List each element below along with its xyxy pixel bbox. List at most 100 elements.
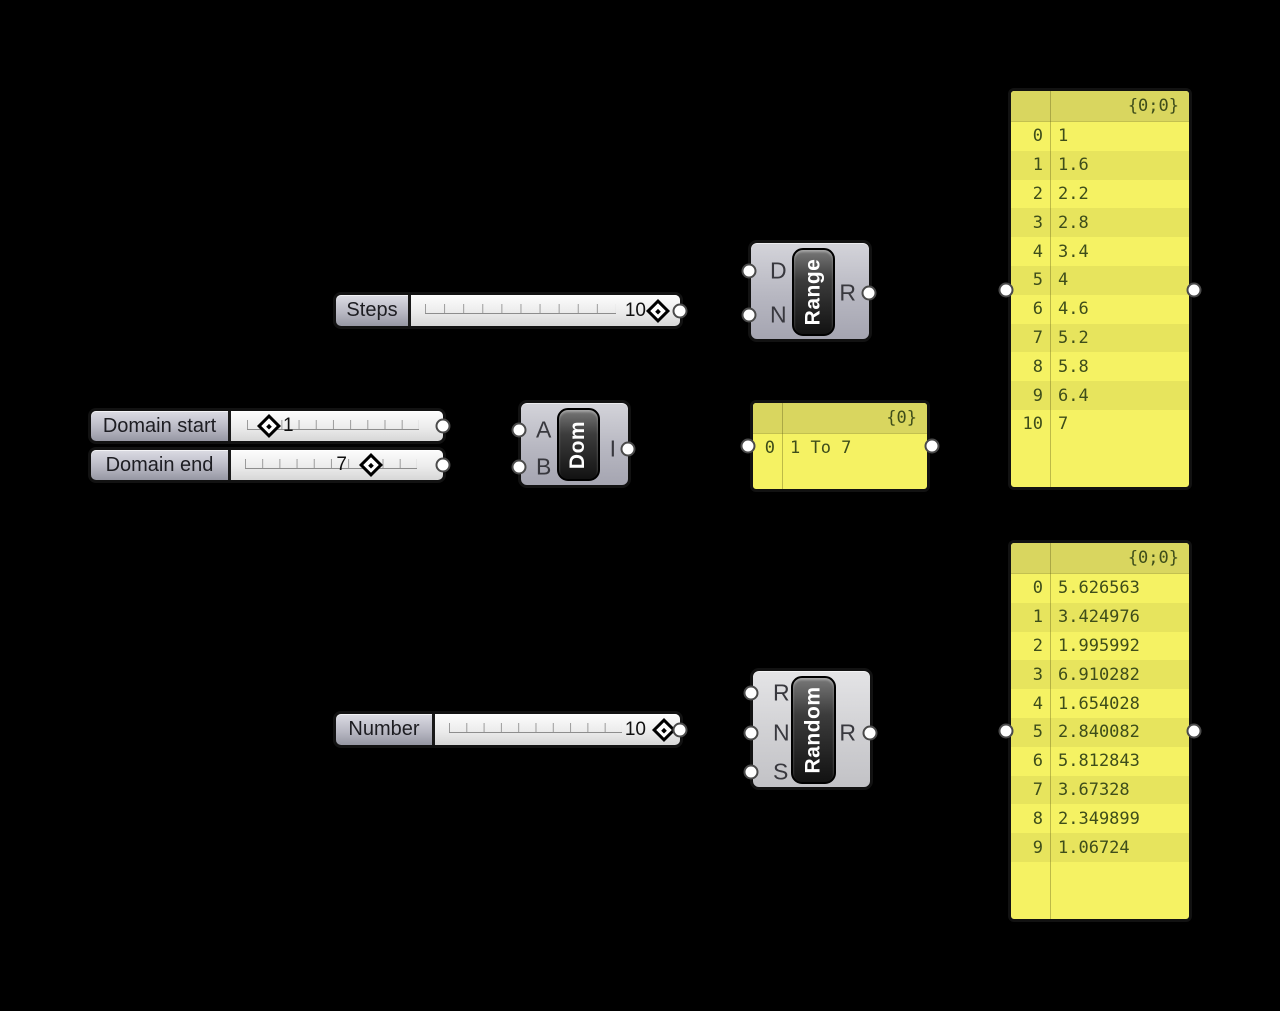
panel-row-index: 1 <box>1032 155 1043 176</box>
panel-row-value: 3.4 <box>1058 241 1089 262</box>
panel-path: {0;0} <box>1127 548 1179 568</box>
input-port[interactable] <box>511 422 527 438</box>
slider-ruler <box>425 304 616 314</box>
output-port-label: I <box>609 435 616 462</box>
input-port[interactable] <box>743 725 759 741</box>
slider-label: Domain end <box>91 450 231 480</box>
output-port-label: R <box>839 719 856 746</box>
output-port[interactable] <box>620 441 636 457</box>
panel-row-value: 3.67328 <box>1058 779 1130 800</box>
input-port-label: S <box>773 758 789 785</box>
component-random[interactable]: R N S R Random <box>743 668 878 790</box>
output-port[interactable] <box>1186 723 1202 739</box>
input-port-label: B <box>536 453 552 480</box>
slider-label-text: Domain end <box>105 453 214 476</box>
slider-track[interactable]: 10 <box>411 295 680 326</box>
number-slider-steps[interactable]: Steps 10 <box>333 292 688 329</box>
slider-ruler <box>247 420 419 430</box>
component-name-capsule[interactable]: Range <box>792 248 835 336</box>
panel-row-value: 5.626563 <box>1058 578 1140 599</box>
input-port[interactable] <box>743 764 759 780</box>
panel-row-value: 6.4 <box>1058 385 1089 406</box>
panel-header: {0;0} <box>1011 91 1189 122</box>
panel-row-value: 1.654028 <box>1058 693 1140 714</box>
slider-label: Domain start <box>91 411 231 441</box>
panel-row-value: 1 <box>1058 126 1069 147</box>
slider-track[interactable]: 10 <box>435 714 680 745</box>
panel-row-index: 6 <box>1032 751 1043 772</box>
number-slider-domain-end[interactable]: Domain end 7 <box>88 447 451 483</box>
component-name: Dom <box>566 420 590 469</box>
number-slider-number[interactable]: Number 10 <box>333 711 688 748</box>
component-range[interactable]: D N R Range <box>741 240 877 342</box>
input-port-label: N <box>770 301 787 328</box>
component-dom[interactable]: A B I Dom <box>511 400 636 488</box>
output-port[interactable] <box>672 722 688 737</box>
input-port-label: D <box>770 257 787 284</box>
input-port[interactable] <box>743 685 759 701</box>
panel-header: {0;0} <box>1011 543 1189 574</box>
panel-row-value: 6.910282 <box>1058 664 1140 685</box>
panel-row-value: 4.6 <box>1058 299 1089 320</box>
slider-label: Steps <box>336 295 411 326</box>
panel-row-value: 2.2 <box>1058 183 1089 204</box>
input-port[interactable] <box>740 438 756 454</box>
panel-column-divider <box>1050 91 1051 487</box>
output-port[interactable] <box>435 457 451 473</box>
input-port[interactable] <box>511 459 527 475</box>
panel-row-index: 7 <box>1032 779 1043 800</box>
panel-row-index: 3 <box>1032 664 1043 685</box>
slider-label-text: Steps <box>346 299 398 321</box>
input-port[interactable] <box>741 307 757 323</box>
component-name: Range <box>801 258 825 326</box>
panel-column-divider <box>782 403 783 489</box>
panel-row-value: 2.349899 <box>1058 808 1140 829</box>
component-name-capsule[interactable]: Random <box>791 676 836 784</box>
slider-ruler <box>449 723 622 733</box>
output-port[interactable] <box>862 725 878 741</box>
panel-row-value: 1.06724 <box>1058 837 1130 858</box>
component-name-capsule[interactable]: Dom <box>557 408 600 481</box>
output-port[interactable] <box>861 285 877 301</box>
slider-grip[interactable] <box>358 452 384 478</box>
panel-row-index: 2 <box>1032 183 1043 204</box>
input-port[interactable] <box>741 263 757 279</box>
input-port[interactable] <box>998 282 1014 298</box>
slider-grip[interactable] <box>645 298 671 323</box>
component-name: Random <box>801 686 825 774</box>
input-port[interactable] <box>998 723 1014 739</box>
number-slider-domain-start[interactable]: Domain start 1 <box>88 408 451 444</box>
panel-row-value: 5.2 <box>1058 327 1089 348</box>
output-port[interactable] <box>435 418 451 434</box>
output-port[interactable] <box>672 303 688 318</box>
panel-path: {0;0} <box>1127 96 1179 116</box>
slider-ruler <box>245 459 417 469</box>
output-port[interactable] <box>1186 282 1202 298</box>
panel-row-value: 4 <box>1058 270 1069 291</box>
output-port[interactable] <box>924 438 940 454</box>
slider-grip[interactable] <box>256 413 282 439</box>
slider-track[interactable]: 1 <box>231 411 443 441</box>
panel-row-index: 5 <box>1032 270 1043 291</box>
slider-track[interactable]: 7 <box>231 450 443 480</box>
output-port-label: R <box>839 279 856 306</box>
panel-path: {0} <box>886 408 917 428</box>
panel-row-index: 3 <box>1032 212 1043 233</box>
panel-row-value: 2.840082 <box>1058 722 1140 743</box>
